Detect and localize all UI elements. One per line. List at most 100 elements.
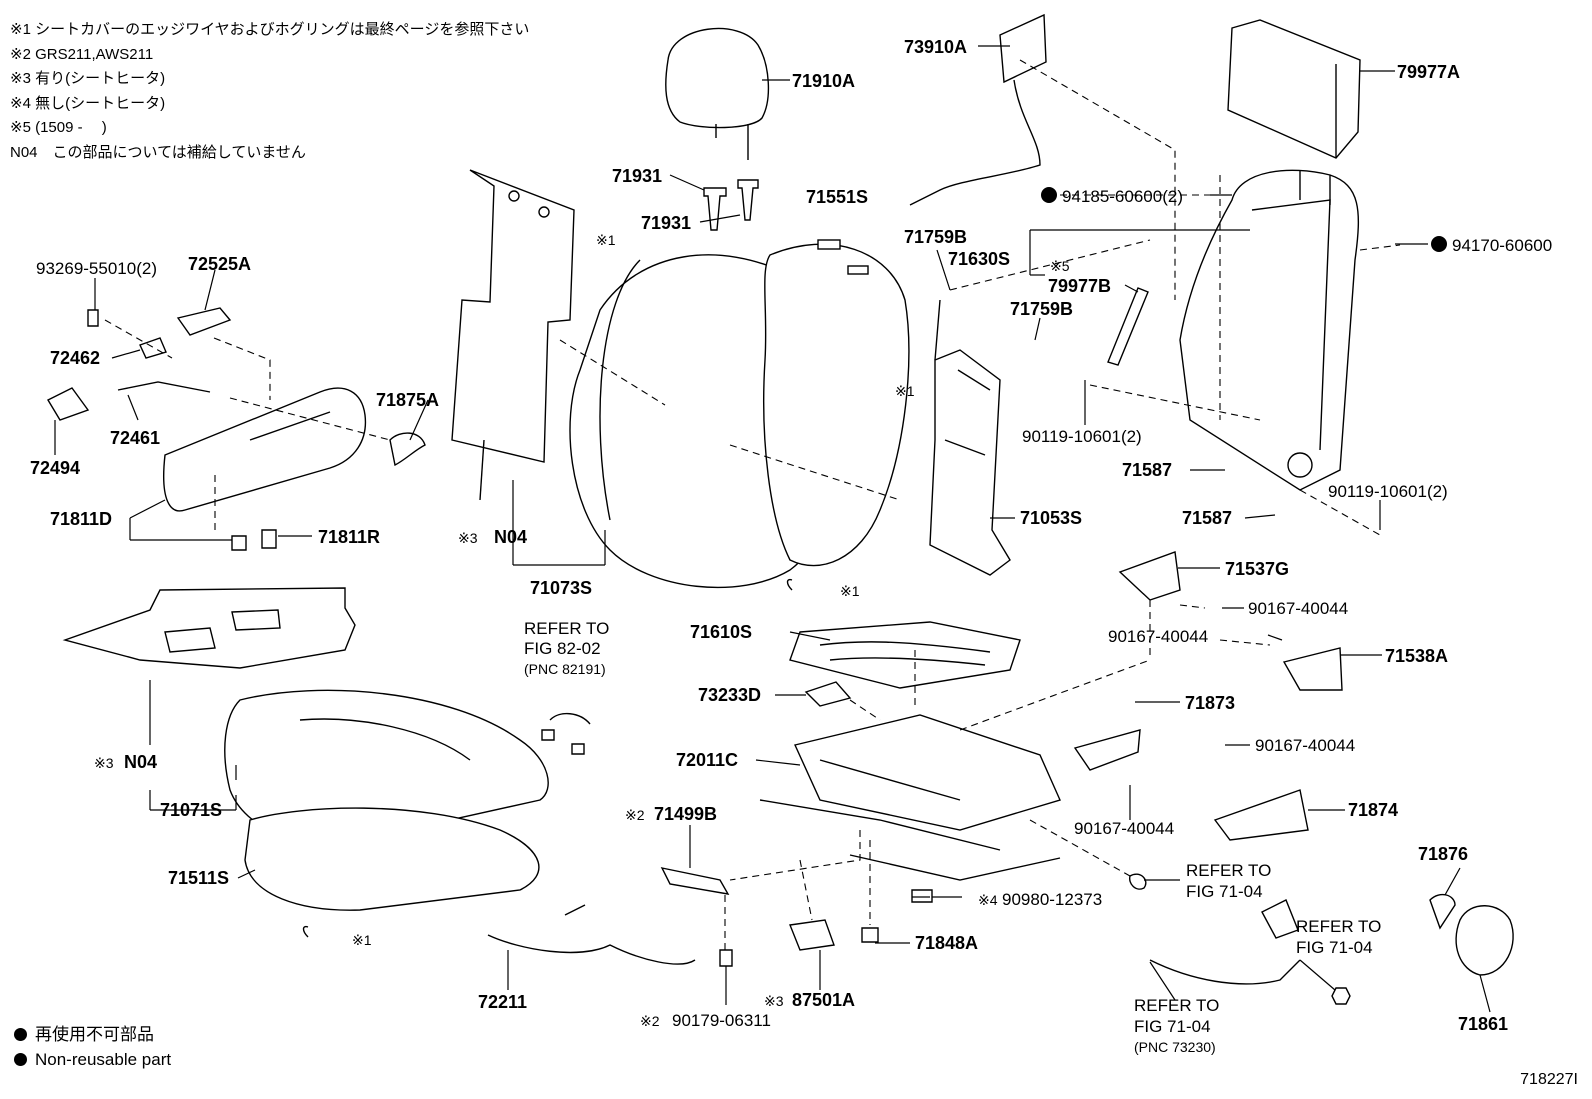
ref-4-line-1: REFER TO bbox=[1134, 996, 1219, 1015]
label-71759B-a: 71759B bbox=[904, 227, 967, 247]
label-71537G: 71537G bbox=[1225, 559, 1289, 579]
ref-2-line-2: FIG 71-04 bbox=[1186, 882, 1263, 901]
label-71931-b: 71931 bbox=[641, 213, 691, 233]
seatback-cover-71551S bbox=[763, 239, 910, 567]
mark-1-c: ※1 bbox=[840, 583, 860, 599]
cushion-frame-72011C bbox=[759, 714, 1061, 881]
strip-79977B bbox=[1107, 287, 1149, 366]
nonreusable-dot-icon bbox=[14, 1028, 27, 1041]
label-79977B: 79977B bbox=[1048, 276, 1111, 296]
hog-ring-mark-b bbox=[302, 925, 309, 938]
mark-2-b: ※2 bbox=[640, 1013, 660, 1029]
dashed-guide-lines bbox=[104, 59, 1401, 950]
note-5: ※5 (1509 - ) bbox=[10, 119, 107, 136]
label-71610S: 71610S bbox=[690, 622, 752, 642]
nonreusable-dot-94170 bbox=[1431, 236, 1447, 252]
refer-to-fig-71-04-a: REFER TO FIG 71-04 bbox=[1186, 861, 1271, 901]
label-71848A: 71848A bbox=[915, 933, 978, 953]
label-72011C: 72011C bbox=[676, 750, 738, 770]
label-71931-a: 71931 bbox=[612, 166, 662, 186]
mark-1-d: ※1 bbox=[352, 932, 372, 948]
note-n04: N04 この部品については補給していません bbox=[10, 143, 306, 161]
label-71874: 71874 bbox=[1348, 800, 1398, 820]
headrest-71910A bbox=[665, 27, 770, 160]
ref-3-line-2: FIG 71-04 bbox=[1296, 938, 1373, 957]
label-90167-40044-d: 90167-40044 bbox=[1074, 819, 1174, 838]
label-73910A: 73910A bbox=[904, 37, 967, 57]
label-87501A: 87501A bbox=[792, 990, 855, 1010]
label-71811D: 71811D bbox=[50, 509, 112, 529]
label-71073S: 71073S bbox=[530, 578, 592, 598]
label-72525A: 72525A bbox=[188, 254, 251, 274]
notes-block: ※1 シートカバーのエッジワイヤおよびホグリングは最終ページを参照下さい ※2 … bbox=[10, 18, 529, 165]
refer-to-fig-82-02: REFER TO FIG 82-02 (PNC 82191) bbox=[524, 619, 609, 677]
label-71538A: 71538A bbox=[1385, 646, 1448, 666]
refer-to-fig-71-04-b: REFER TO FIG 71-04 bbox=[1296, 917, 1381, 957]
label-71875A: 71875A bbox=[376, 390, 439, 410]
label-71499B: 71499B bbox=[654, 804, 717, 824]
mark-3-b: ※3 bbox=[94, 755, 114, 771]
label-90119-10601-a: 90119-10601(2) bbox=[1022, 427, 1142, 446]
label-71873: 71873 bbox=[1185, 693, 1235, 713]
ref-4-line-2: FIG 71-04 bbox=[1134, 1017, 1211, 1036]
legend: 再使用不可部品 Non-reusable part bbox=[14, 1022, 171, 1072]
side-airbag-73910A bbox=[909, 13, 1047, 206]
label-71587-b: 71587 bbox=[1182, 508, 1232, 528]
mark-1-a: ※1 bbox=[596, 232, 616, 248]
headrest-guide-71931 bbox=[703, 179, 759, 231]
side-shield-71811D bbox=[163, 387, 367, 512]
nonreusable-dot-icon bbox=[14, 1053, 27, 1066]
legend-row-en: Non-reusable part bbox=[14, 1047, 171, 1072]
legend-text-jp: 再使用不可部品 bbox=[35, 1025, 154, 1044]
label-72462: 72462 bbox=[50, 348, 100, 368]
back-board-79977A bbox=[1227, 19, 1361, 159]
ref-1-line-3: (PNC 82191) bbox=[524, 661, 606, 677]
seatback-frame bbox=[1179, 169, 1360, 491]
ref-4-line-3: (PNC 73230) bbox=[1134, 1039, 1216, 1055]
nonreusable-dot-94185 bbox=[1041, 187, 1057, 203]
refer-to-fig-71-04-c: REFER TO FIG 71-04 (PNC 73230) bbox=[1134, 996, 1219, 1055]
label-90167-40044-c: 90167-40044 bbox=[1255, 736, 1355, 755]
mark-3-c: ※3 bbox=[764, 993, 784, 1009]
label-71587-a: 71587 bbox=[1122, 460, 1172, 480]
label-71811R: 71811R bbox=[318, 527, 380, 547]
label-71551S: 71551S bbox=[806, 187, 868, 207]
label-90179-06311: 90179-06311 bbox=[672, 1011, 771, 1030]
ref-2-line-1: REFER TO bbox=[1186, 861, 1271, 880]
wire-72211 bbox=[487, 904, 696, 965]
mark-1-b: ※1 bbox=[895, 383, 915, 399]
note-3: ※3 有り(シートヒータ) bbox=[10, 70, 166, 87]
lumbar-support-71053S bbox=[929, 299, 1011, 576]
note-4: ※4 無し(シートヒータ) bbox=[10, 94, 166, 112]
label-90119-10601-b: 90119-10601(2) bbox=[1328, 482, 1448, 501]
ref-1-line-2: FIG 82-02 bbox=[524, 639, 601, 658]
ref-3-line-1: REFER TO bbox=[1296, 917, 1381, 936]
label-71630S: 71630S bbox=[948, 249, 1010, 269]
cushion-pad-71511S bbox=[244, 807, 540, 911]
ref-1-line-1: REFER TO bbox=[524, 619, 609, 638]
label-79977A: 79977A bbox=[1397, 62, 1460, 82]
note-1: ※1 シートカバーのエッジワイヤおよびホグリングは最終ページを参照下さい bbox=[10, 21, 530, 38]
label-93269-55010: 93269-55010(2) bbox=[36, 259, 157, 278]
cushion-cover-71071S bbox=[224, 689, 549, 844]
label-73233D: 73233D bbox=[698, 685, 761, 705]
leader-lines bbox=[54, 45, 1491, 1013]
label-71861: 71861 bbox=[1458, 1014, 1508, 1034]
mark-2-a: ※2 bbox=[625, 807, 645, 823]
cushion-spring-71610S bbox=[789, 621, 1021, 689]
label-71759B-b: 71759B bbox=[1010, 299, 1073, 319]
label-90167-40044-b: 90167-40044 bbox=[1108, 627, 1208, 646]
legend-text-en: Non-reusable part bbox=[35, 1050, 172, 1069]
label-71910A: 71910A bbox=[792, 71, 855, 91]
label-n04-b: N04 bbox=[124, 752, 157, 772]
label-71071S: 71071S bbox=[160, 800, 222, 820]
label-94170-60600: 94170-60600 bbox=[1452, 236, 1552, 255]
label-71876: 71876 bbox=[1418, 844, 1468, 864]
label-71053S: 71053S bbox=[1020, 508, 1082, 528]
label-71511S: 71511S bbox=[168, 868, 229, 888]
misc-hardware bbox=[541, 551, 1514, 1005]
label-90167-40044-a: 90167-40044 bbox=[1248, 599, 1348, 618]
label-n04-a: N04 bbox=[494, 527, 527, 547]
legend-row-jp: 再使用不可部品 bbox=[14, 1022, 171, 1047]
